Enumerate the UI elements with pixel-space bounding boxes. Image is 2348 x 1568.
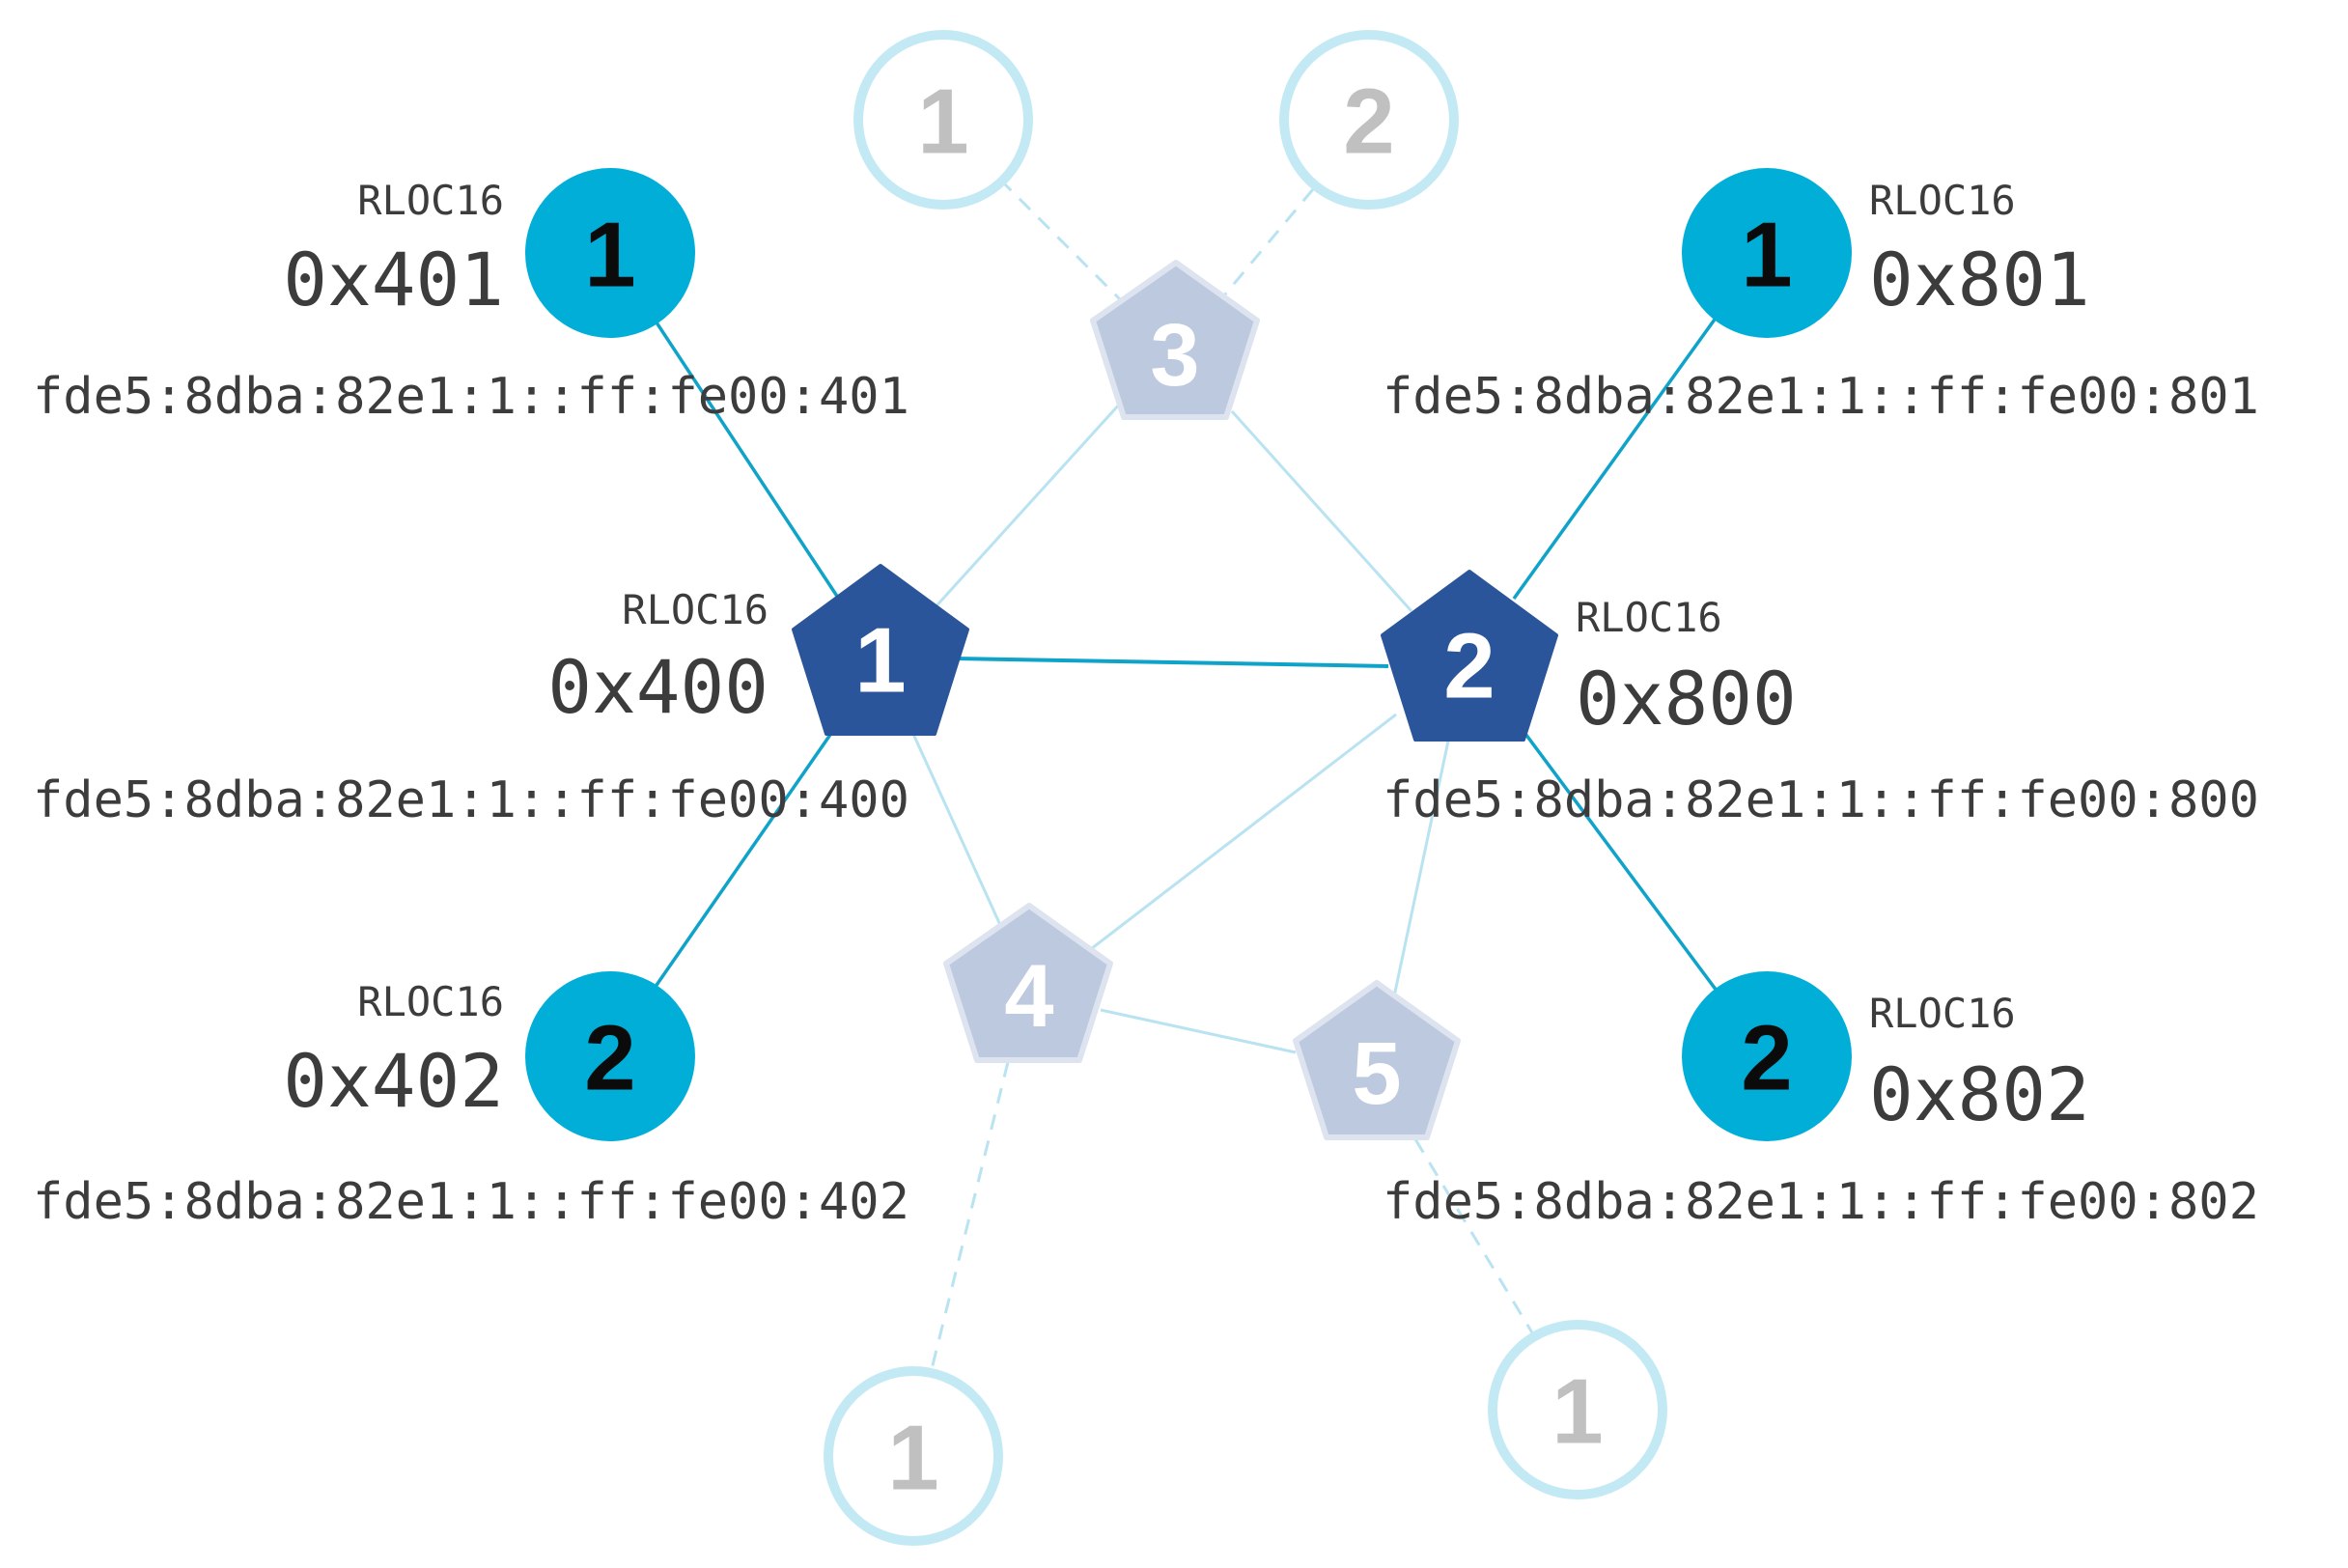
child-0x801: 1	[1682, 168, 1852, 338]
links	[651, 178, 1719, 1374]
child-0x801-rloc-label: RLOC16	[1869, 177, 2016, 224]
router-1-id: 1	[854, 609, 906, 713]
child-0x402: 2	[525, 971, 695, 1141]
link-r3-r2	[1230, 409, 1413, 613]
link-r3-child-2	[1222, 188, 1315, 296]
router-0x400-rloc: 0x400	[547, 644, 769, 730]
router-4-id: 4	[1004, 947, 1053, 1046]
link-r5-child-1	[1413, 1138, 1535, 1335]
faded-child-r4-1: 1	[824, 1366, 1003, 1546]
child-0x401-rloc: 0x401	[283, 237, 504, 322]
faded-child-r5-1: 1	[1488, 1320, 1667, 1499]
router-3: 3	[1090, 260, 1260, 420]
child-0x802-address: fde5:8dba:82e1:1::ff:fe00:802	[1383, 1173, 2259, 1231]
active-routers: 1 2	[792, 564, 1558, 742]
child-0x401: 1	[525, 168, 695, 338]
link-r4-child-1	[929, 1061, 1010, 1374]
labels: RLOC16 0x401 fde5:8dba:82e1:1::ff:fe00:4…	[33, 177, 2259, 1231]
router-4: 4	[943, 903, 1113, 1063]
link-r3-child-1	[998, 178, 1122, 301]
router-5: 5	[1293, 980, 1461, 1140]
faded-child-r3-2: 2	[1279, 30, 1459, 210]
inactive-routers: 3 4 5	[943, 260, 1461, 1140]
router-0x800-address: fde5:8dba:82e1:1::ff:fe00:800	[1383, 771, 2259, 829]
faded-child-id: 1	[1551, 1360, 1603, 1464]
child-0x801-address: fde5:8dba:82e1:1::ff:fe00:801	[1383, 368, 2259, 426]
link-r2-r4	[1086, 713, 1397, 954]
child-0x402-address: fde5:8dba:82e1:1::ff:fe00:402	[33, 1173, 909, 1231]
child-0x401-rloc-label: RLOC16	[357, 177, 504, 224]
link-r1-r2	[955, 657, 1389, 668]
link-r4-r5	[1100, 1008, 1297, 1054]
link-r2-child-802	[1523, 732, 1719, 993]
link-r1-r4	[910, 731, 1002, 926]
router-0x400-address: fde5:8dba:82e1:1::ff:fe00:400	[33, 771, 909, 829]
child-0x401-address: fde5:8dba:82e1:1::ff:fe00:401	[33, 368, 909, 426]
router-2: 2	[1381, 570, 1558, 742]
child-0x402-id: 2	[584, 1007, 635, 1110]
link-r1-r3	[930, 402, 1122, 613]
link-r1-child-402	[651, 731, 834, 992]
faded-children: 1 2 1 1	[824, 30, 1667, 1546]
link-r2-r5	[1392, 731, 1452, 997]
router-0x800-rloc: 0x800	[1576, 656, 1797, 742]
child-0x802-rloc: 0x802	[1869, 1051, 2090, 1137]
faded-child-id: 1	[887, 1407, 938, 1510]
active-children: 1 2 1 2	[525, 168, 1852, 1141]
child-0x401-id: 1	[584, 204, 635, 307]
router-5-id: 5	[1352, 1024, 1401, 1123]
child-0x402-rloc-label: RLOC16	[357, 978, 504, 1025]
faded-child-id: 2	[1343, 70, 1394, 174]
child-0x802: 2	[1682, 971, 1852, 1141]
link-r2-child-801	[1512, 315, 1719, 601]
child-0x801-rloc: 0x801	[1869, 237, 2090, 322]
faded-child-r3-1: 1	[853, 30, 1033, 210]
child-0x802-id: 2	[1741, 1007, 1792, 1110]
link-r1-child-401	[651, 316, 842, 602]
child-0x802-rloc-label: RLOC16	[1869, 990, 2016, 1037]
child-0x801-id: 1	[1741, 204, 1792, 307]
router-3-id: 3	[1150, 306, 1199, 405]
router-0x400-rloc-label: RLOC16	[622, 586, 769, 633]
child-0x402-rloc: 0x402	[283, 1038, 504, 1124]
router-2-id: 2	[1443, 615, 1495, 718]
faded-child-id: 1	[917, 70, 968, 174]
router-1: 1	[792, 564, 969, 736]
router-0x800-rloc-label: RLOC16	[1576, 594, 1722, 641]
